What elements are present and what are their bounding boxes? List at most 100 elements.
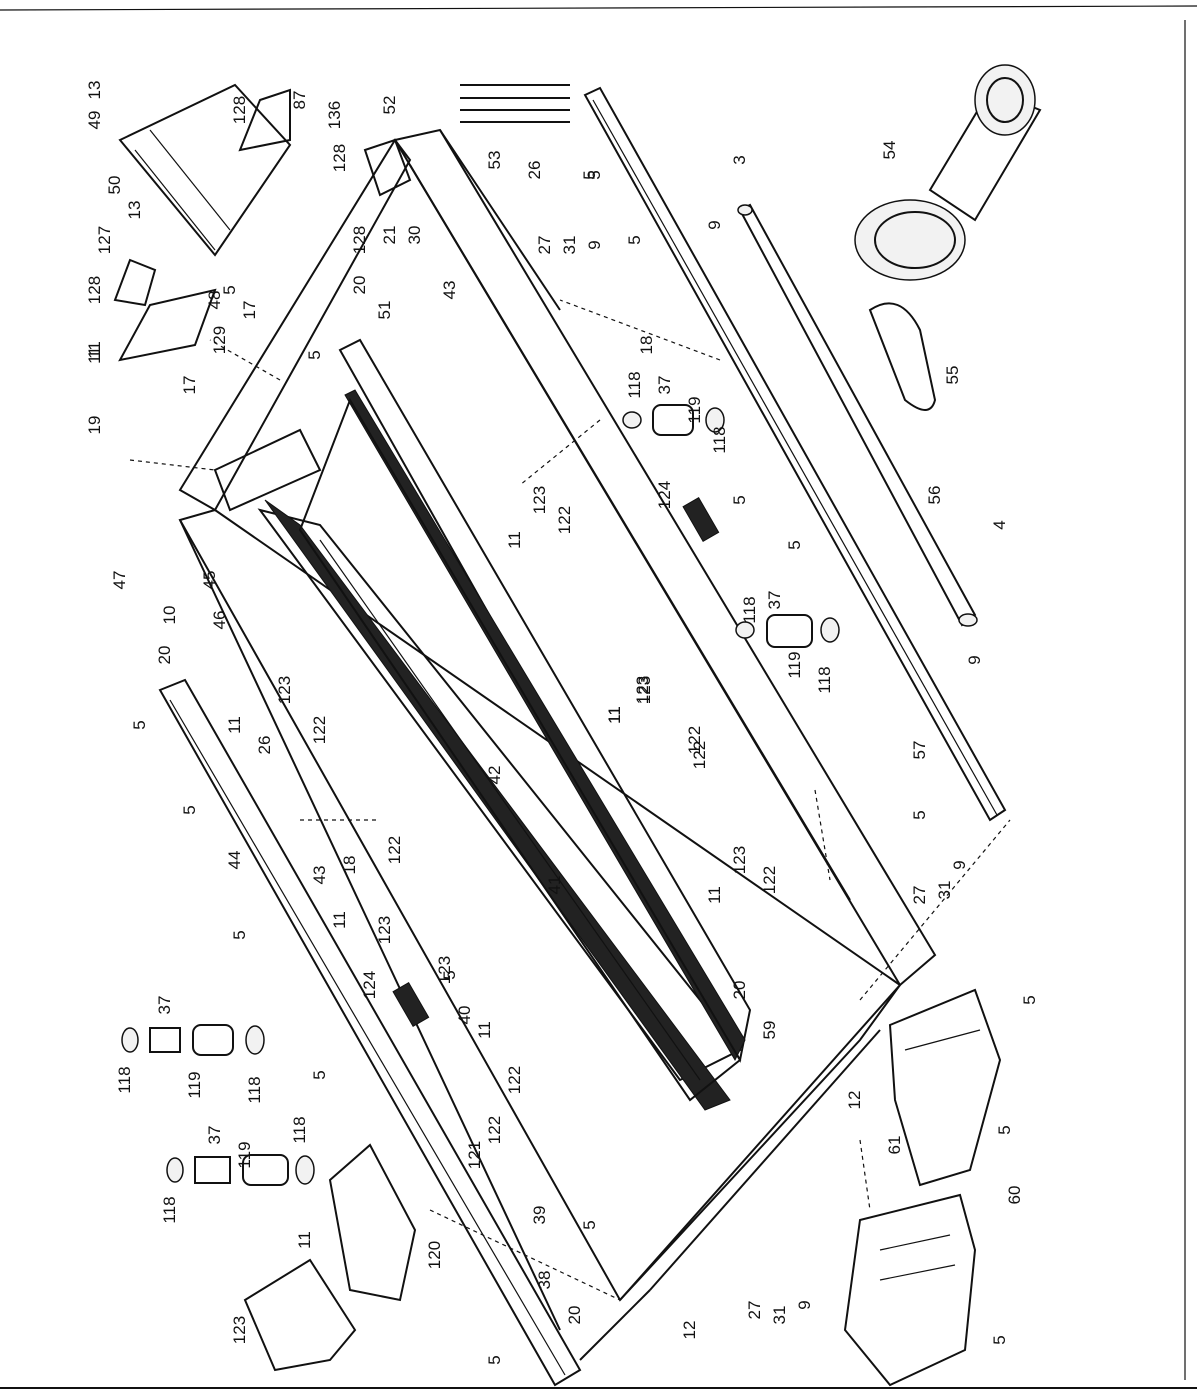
part-label-39: 39 — [530, 1206, 549, 1225]
part-label-60: 60 — [1005, 1186, 1024, 1205]
part-label-5: 5 — [220, 285, 239, 294]
part-label-123: 123 — [730, 846, 749, 874]
hood-cover-61 — [888, 988, 1002, 1187]
drive-belt — [868, 302, 937, 411]
part-label-123: 123 — [633, 676, 652, 704]
part-label-124: 124 — [655, 481, 674, 509]
part-label-9: 9 — [795, 1300, 814, 1309]
part-label-57: 57 — [910, 741, 929, 760]
part-label-128: 128 — [85, 276, 104, 304]
part-label-49: 49 — [85, 111, 104, 130]
part-label-31: 31 — [770, 1306, 789, 1325]
part-label-118: 118 — [625, 371, 644, 398]
part-label-37: 37 — [765, 591, 784, 610]
bracket-124-right — [682, 496, 720, 543]
part-label-118: 118 — [740, 596, 759, 623]
part-label-128: 128 — [330, 144, 349, 172]
part-label-11: 11 — [475, 1021, 494, 1039]
assembly-guides — [129, 299, 1011, 1301]
part-label-119: 119 — [785, 651, 804, 678]
part-label-55: 55 — [943, 366, 962, 385]
hood-cover-60 — [843, 1193, 977, 1387]
part-label-41: 41 — [545, 876, 564, 895]
part-label-129: 129 — [210, 326, 229, 354]
motor — [854, 64, 1042, 281]
part-label-21: 21 — [380, 226, 399, 245]
part-label-11: 11 — [85, 346, 104, 364]
part-label-9: 9 — [705, 220, 724, 229]
part-label-118: 118 — [290, 1116, 309, 1143]
foot-pad-121 — [328, 1143, 417, 1302]
part-label-5: 5 — [310, 1070, 329, 1079]
part-label-118: 118 — [245, 1076, 264, 1103]
part-label-5: 5 — [730, 495, 749, 504]
part-label-61: 61 — [885, 1136, 904, 1155]
part-label-5: 5 — [305, 350, 324, 359]
part-label-43: 43 — [440, 281, 459, 300]
part-label-128: 128 — [230, 96, 249, 124]
foot-pad-120 — [243, 1258, 357, 1372]
part-label-120: 120 — [425, 1241, 444, 1269]
part-label-136: 136 — [325, 101, 344, 129]
part-label-123: 123 — [375, 916, 394, 944]
part-label-128: 128 — [350, 226, 369, 254]
part-label-11: 11 — [295, 1231, 314, 1249]
part-label-5: 5 — [130, 720, 149, 729]
right-side-rail — [583, 86, 1007, 822]
part-label-50: 50 — [105, 176, 124, 195]
bracket-127 — [113, 258, 157, 307]
part-number-labels: 1349501271281187136128128513481291117171… — [85, 81, 1039, 1365]
part-label-123: 123 — [230, 1316, 249, 1344]
part-label-53: 53 — [485, 151, 504, 170]
part-label-119: 119 — [185, 1071, 204, 1098]
part-label-18: 18 — [340, 856, 359, 875]
part-label-26: 26 — [255, 736, 274, 755]
part-label-122: 122 — [685, 726, 704, 754]
part-label-5: 5 — [910, 810, 929, 819]
isolator-stack-lower — [166, 1154, 315, 1186]
part-label-31: 31 — [560, 236, 579, 255]
part-label-127: 127 — [95, 226, 114, 254]
part-label-54: 54 — [880, 141, 899, 160]
rear-endcap — [363, 138, 412, 197]
part-label-26: 26 — [525, 161, 544, 180]
part-label-123: 123 — [530, 486, 549, 514]
part-label-20: 20 — [350, 276, 369, 295]
part-label-119: 119 — [685, 396, 704, 423]
part-label-5: 5 — [990, 1335, 1009, 1344]
part-label-17: 17 — [240, 301, 259, 320]
part-label-119: 119 — [235, 1141, 254, 1168]
top-border — [0, 5, 1197, 11]
frame-assembly — [178, 128, 937, 1361]
part-label-9: 9 — [950, 860, 969, 869]
front-endcap-left — [213, 428, 322, 512]
part-label-5: 5 — [1020, 995, 1039, 1004]
part-label-11: 11 — [505, 531, 524, 549]
part-label-27: 27 — [745, 1301, 764, 1320]
part-label-12: 12 — [845, 1091, 864, 1110]
part-label-37: 37 — [155, 996, 174, 1015]
isolator-stack-upper — [121, 1024, 265, 1056]
part-label-118: 118 — [710, 426, 729, 453]
part-label-12: 12 — [680, 1321, 699, 1340]
part-label-5: 5 — [995, 1125, 1014, 1134]
part-label-27: 27 — [535, 236, 554, 255]
part-label-118: 118 — [815, 666, 834, 693]
part-label-5: 5 — [785, 540, 804, 549]
isolator-stack-right-lower — [735, 614, 840, 648]
part-label-13: 13 — [125, 201, 144, 220]
part-label-10: 10 — [160, 606, 179, 625]
part-label-124: 124 — [360, 971, 379, 999]
part-label-40: 40 — [455, 1006, 474, 1025]
part-label-43: 43 — [310, 866, 329, 885]
part-label-5: 5 — [440, 970, 459, 979]
part-label-48: 48 — [205, 291, 224, 310]
part-label-30: 30 — [405, 226, 424, 245]
part-label-11: 11 — [330, 911, 349, 929]
part-label-17: 17 — [180, 376, 199, 395]
part-label-11: 11 — [605, 706, 624, 724]
part-label-27: 27 — [910, 886, 929, 905]
bracket-124-left — [392, 981, 430, 1028]
part-label-5: 5 — [580, 1220, 599, 1229]
part-label-11: 11 — [85, 341, 104, 359]
